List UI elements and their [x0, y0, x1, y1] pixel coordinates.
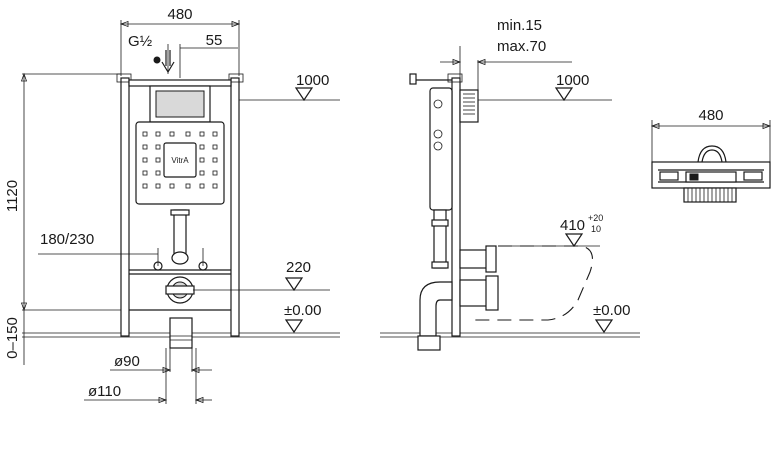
brand-logo: VitrA [171, 156, 189, 165]
side-dimensions: min.15 max.70 1000 410 +20 10 ±0.00 [440, 17, 630, 334]
frame-post-left [120, 77, 130, 337]
dim-pipe-110: ø110 [88, 383, 121, 400]
dim-height-1000-side: 1000 [556, 72, 589, 89]
dim-top-width: 480 [698, 107, 723, 124]
front-view: VitrA [116, 50, 244, 349]
dim-pan-tol-plus: +20 [588, 213, 603, 223]
flush-pipe [173, 209, 187, 255]
wc-pan-outline [470, 245, 593, 321]
frame-post-right [230, 77, 240, 337]
dim-pan-projection: 410 [560, 217, 585, 234]
dim-adjust-range: 0–150 [4, 317, 21, 359]
dim-wall-min: min.15 [497, 17, 542, 34]
side-drain-bend [419, 281, 453, 337]
brand-panel [163, 142, 197, 178]
water-supply-arrow-icon [153, 50, 175, 74]
floor-lines [22, 332, 640, 338]
top-view: 480 [650, 107, 772, 203]
side-frame-post [451, 77, 461, 337]
drain-pipe [169, 317, 193, 349]
dim-floor-front: ±0.00 [284, 302, 321, 319]
tank-hole-grid [142, 131, 218, 189]
dim-height-1000-front: 1000 [296, 72, 329, 89]
dim-floor-side: ±0.00 [593, 302, 630, 319]
dim-front-width: 480 [167, 6, 192, 23]
top-handle [697, 145, 727, 163]
dim-bolt-spacing: 180/230 [40, 231, 94, 248]
dim-height-1120: 1120 [4, 180, 21, 212]
side-view [409, 73, 593, 351]
top-flush-plate [683, 187, 737, 203]
front-dimensions: 480 55 G½ 1120 0–150 1000 180/230 220 ±0… [4, 6, 340, 404]
dim-drain-height: 220 [286, 259, 311, 276]
dim-wall-max: max.70 [497, 38, 546, 55]
dim-pan-tol-minus: 10 [591, 224, 601, 234]
dim-supply-offset: 55 [206, 32, 223, 49]
dim-pipe-90: ø90 [114, 353, 140, 370]
dim-supply-thread: G½ [128, 33, 153, 50]
